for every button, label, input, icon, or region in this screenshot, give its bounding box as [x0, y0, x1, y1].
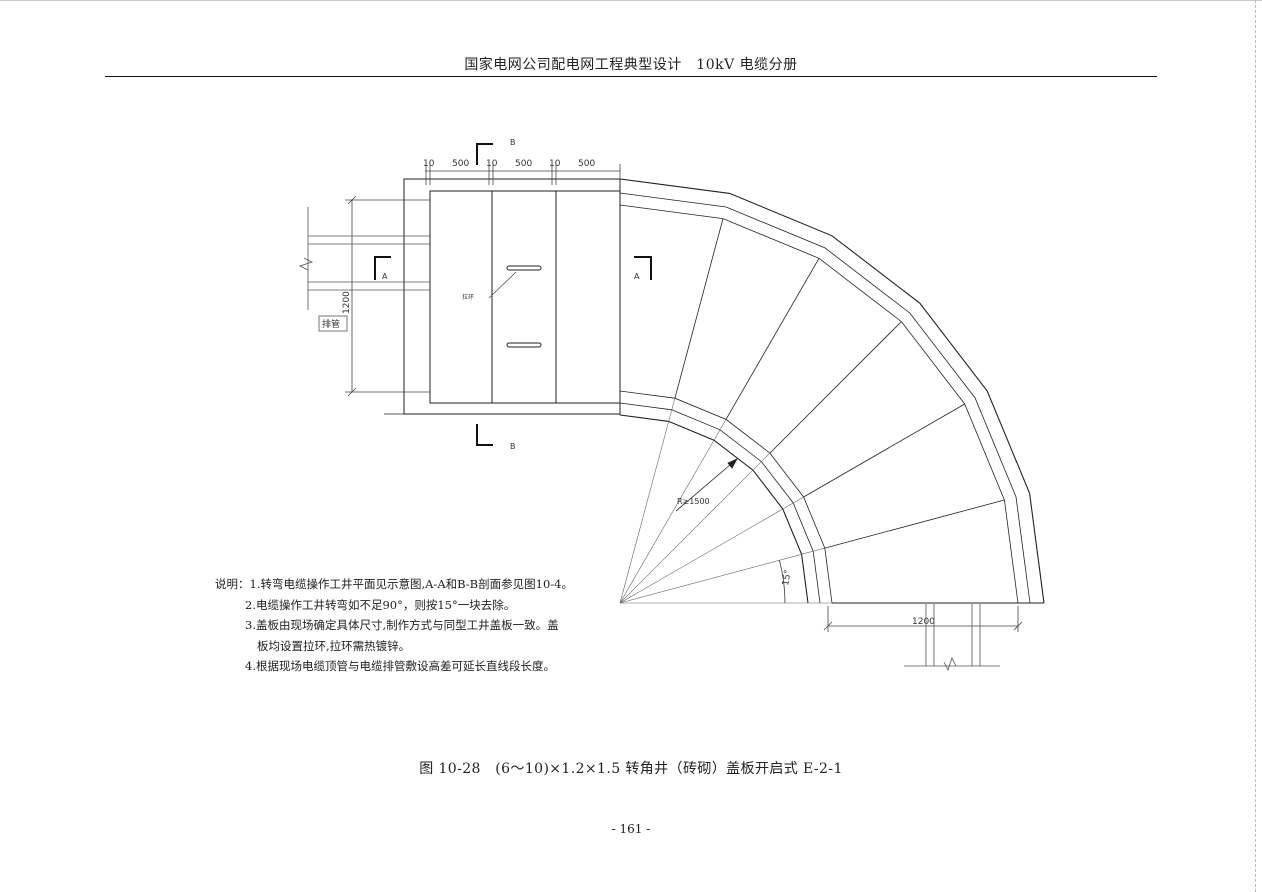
- frame-top: [0, 0, 1262, 1]
- section-label-a-right: A: [634, 272, 640, 281]
- bend-segment-joint: [803, 403, 965, 498]
- bend-construction-ray: [619, 547, 825, 604]
- bend-segment-joint: [824, 499, 1005, 549]
- angle-dimension-arc: [779, 560, 786, 604]
- frame-right-edge: [1255, 0, 1256, 892]
- pull-ring: [506, 265, 542, 271]
- page-header: 国家电网公司配电网工程典型设计 10kV 电缆分册: [464, 57, 798, 73]
- section-label-a-left: A: [382, 272, 388, 281]
- pull-ring: [506, 342, 542, 348]
- page-number: - 161 -: [611, 822, 651, 836]
- note-item-2: 2.电缆操作工井转弯如不足90°，则按15°一块去除。: [245, 597, 516, 612]
- pipe-label: 排管: [322, 318, 340, 330]
- section-marker-b-top: [476, 143, 493, 165]
- figure-caption: 图 10-28 (6～10)×1.2×1.5 转角井（砖砌）盖板开启式 E-2-…: [419, 761, 843, 777]
- bottom-dimension: [823, 606, 1023, 632]
- bend-segment-joint: [769, 321, 902, 454]
- cable-pipe-group: [298, 207, 430, 310]
- pipe-label-box: [318, 315, 348, 332]
- note-item-3: 3.盖板由现场确定具体尺寸,制作方式与同型工井盖板一致。盖: [245, 618, 559, 632]
- bend-construction-ray: [619, 419, 727, 604]
- section-marker-a-left: [374, 256, 391, 280]
- dim-top-1: 10: [423, 159, 435, 169]
- bend-segment-joint: [674, 218, 724, 399]
- section-markers: [374, 143, 652, 446]
- top-dimension-labels: 10 500 10 500 10 500: [423, 159, 595, 169]
- dim-top-5: 10: [549, 159, 561, 169]
- bottom-pipe-group: [904, 604, 1000, 672]
- left-dimension: [345, 195, 430, 397]
- radius-label: R≥1500: [677, 497, 710, 506]
- dim-top-6: 500: [578, 159, 595, 169]
- pull-rings: [506, 265, 542, 348]
- pull-ring-label: 拉环: [462, 293, 474, 301]
- dim-top-2: 500: [452, 159, 469, 169]
- section-marker-a-right: [634, 256, 652, 280]
- notes-heading: 说明：: [215, 577, 250, 591]
- note-item-3-cont: 板均设置拉环,拉环需热镀锌。: [257, 638, 411, 653]
- bend-construction-ray: [619, 452, 771, 604]
- pull-ring-leader: [488, 271, 517, 299]
- section-label-b-bottom: B: [510, 442, 516, 451]
- note-item-4: 4.根据现场电缆顶管与电缆排管敷设高差可延长直线段长度。: [245, 659, 555, 673]
- section-marker-b-bottom: [476, 424, 493, 446]
- note-item-1: 1.转弯电缆操作工井平面见示意图,A-A和B-B剖面参见图10-4。: [249, 577, 573, 591]
- dim-bottom-width: 1200: [912, 617, 935, 627]
- dim-left-height: 1200: [342, 291, 352, 314]
- straight-section-outer-wall: [403, 178, 621, 415]
- section-label-b-top: B: [510, 138, 516, 147]
- bend-ring-wall: [619, 178, 1045, 604]
- radius-dimension: [675, 458, 738, 512]
- bend-construction-ray: [619, 398, 676, 604]
- dim-top-4: 500: [515, 159, 532, 169]
- dim-top-3: 10: [486, 159, 498, 169]
- angle-label: 15°: [781, 569, 794, 586]
- bend-section: [619, 178, 1045, 604]
- notes-block: 说明：1.转弯电缆操作工井平面见示意图,A-A和B-B剖面参见图10-4。 2.…: [215, 574, 573, 677]
- bend-construction-ray: [619, 496, 804, 604]
- notes-heading-line: 说明：1.转弯电缆操作工井平面见示意图,A-A和B-B剖面参见图10-4。: [215, 574, 573, 595]
- bend-ring-wall: [619, 192, 1031, 604]
- header-rule: [105, 76, 1157, 77]
- straight-section-inner-wall: [429, 190, 621, 404]
- bend-segment-joint: [725, 258, 820, 420]
